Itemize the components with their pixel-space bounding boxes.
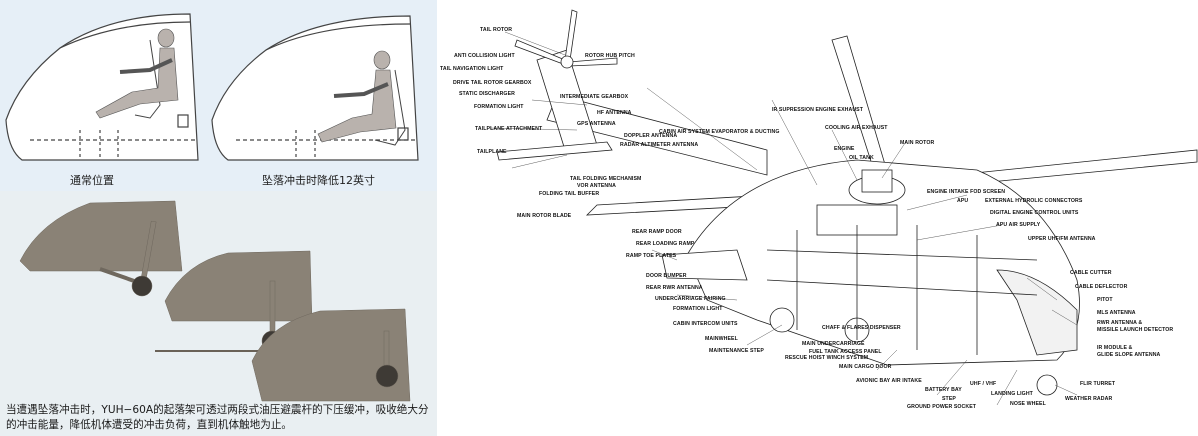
label-weather-radar: WEATHER RADAR — [1065, 396, 1113, 402]
label-step: STEP — [942, 396, 956, 402]
tail-boom — [546, 94, 768, 176]
label-rear-ramp-door: REAR RAMP DOOR — [632, 229, 682, 235]
label-uhf-vhf: UHF / VHF — [970, 381, 997, 387]
landing-gear-description: 当遭遇坠落冲击时，YUH−60A的起落架可透过两段式油压避震杆的下压缓冲，吸收绝… — [6, 404, 429, 431]
label-missile-launch-detector: MISSILE LAUNCH DETECTOR — [1097, 327, 1174, 333]
tail-rotor-blade-1 — [564, 9, 578, 61]
label-ground-power-socket: GROUND POWER SOCKET — [907, 404, 977, 410]
label-mainwheel: MAINWHEEL — [705, 336, 738, 342]
label-drive-tail-rotor-gearbox: DRIVE TAIL ROTOR GEARBOX — [453, 80, 532, 86]
label-main-rotor-blade: MAIN ROTOR BLADE — [517, 213, 572, 219]
mainwheel-left — [769, 307, 795, 333]
cockpit-canopy — [996, 269, 1078, 356]
label-fuel-tank-access-panel: FUEL TANK ACCESS PANEL — [809, 349, 882, 355]
helicopter-cutaway-panel: TAIL ROTOR ANTI COLLISION LIGHT ROTOR HU… — [437, 0, 1198, 436]
tailplane — [496, 141, 613, 161]
label-apu-air-supply: APU AIR SUPPLY — [996, 222, 1041, 228]
label-formation-light-tail: FORMATION LIGHT — [474, 104, 524, 110]
helicopter-nose-3 — [251, 308, 411, 402]
label-oil-tank: OIL TANK — [849, 155, 874, 161]
cockpit-normal-position — [5, 13, 199, 161]
label-cable-cutter: CABLE CUTTER — [1070, 270, 1112, 276]
label-tail-rotor: TAIL ROTOR — [480, 27, 513, 33]
label-vor-antenna: VOR ANTENNA — [577, 183, 616, 189]
label-rear-loading-ramp: REAR LOADING RAMP — [636, 241, 695, 247]
label-intermediate-gearbox: INTERMEDIATE GEARBOX — [560, 94, 629, 100]
landing-gear-panel: 当遭遇坠落冲击时，YUH−60A的起落架可透过两段式油压避震杆的下压缓冲，吸收绝… — [0, 191, 437, 436]
label-doppler-antenna: DOPPLER ANTENNA — [624, 133, 678, 139]
label-digital-engine-control-units: DIGITAL ENGINE CONTROL UNITS — [990, 210, 1079, 216]
seat-stroke-panel: 通常位置 坠落冲击时降低12英寸 — [0, 0, 437, 191]
label-main-undercarriage: MAIN UNDERCARRIAGE — [802, 341, 865, 347]
label-door-bumper: DOOR BUMPER — [646, 273, 687, 279]
label-hf-antenna: HF ANTENNA — [597, 110, 632, 116]
label-radar-altimeter-antenna: RADAR ALTIMETER ANTENNA — [620, 142, 699, 148]
label-ir-supression-engine-exhaust: IR SUPRESSION ENGINE EXHAUST — [772, 107, 864, 113]
helicopter-nose-1 — [19, 200, 183, 297]
rear-ramp — [661, 249, 748, 281]
label-avionic-bay-air-intake: AVIONIC BAY AIR INTAKE — [856, 378, 922, 384]
label-formation-light-body: FORMATION LIGHT — [673, 306, 723, 312]
label-tailplane: TAILPLANE — [477, 149, 507, 155]
label-gps-antenna: GPS ANTENNA — [577, 121, 616, 127]
label-engine: ENGINE — [834, 146, 855, 152]
nosewheel — [1036, 374, 1058, 396]
helicopter-cutaway-drawing — [488, 9, 1198, 406]
label-cable-deflector: CABLE DEFLECTOR — [1075, 284, 1128, 290]
label-rear-rwr-antenna: REAR RWR ANTENNA — [646, 285, 703, 291]
pilot-figure-crash — [317, 50, 397, 143]
label-main-rotor: MAIN ROTOR — [900, 140, 935, 146]
label-mls-antenna: MLS ANTENNA — [1097, 310, 1136, 316]
label-tailplane-attachment: TAILPLANE ATTACHMENT — [475, 126, 543, 132]
label-flir-turret: FLIR TURRET — [1080, 381, 1116, 387]
label-static-discharger: STATIC DISCHARGER — [459, 91, 515, 97]
label-ramp-toe-plates: RAMP TOE PLATES — [626, 253, 677, 259]
label-rwr-antenna: RWR ANTENNA & — [1097, 320, 1143, 326]
label-landing-light: LANDING LIGHT — [991, 391, 1033, 397]
caption-crash-position: 坠落冲击时降低12英寸 — [262, 174, 375, 187]
label-cooling-air-exhaust: COOLING AIR EXHAUST — [825, 125, 888, 131]
label-main-cargo-door: MAIN CARGO DOOR — [839, 364, 892, 370]
label-upper-uhf-fm-antenna: UPPER UHF/FM ANTENNA — [1028, 236, 1096, 242]
label-cabin-intercom-units: CABIN INTERCOM UNITS — [673, 321, 738, 327]
label-tail-navigation-light: TAIL NAVIGATION LIGHT — [440, 66, 504, 72]
pilot-figure-normal — [95, 28, 179, 119]
label-chaff-flares-dispenser: CHAFF & FLARES DISPENSER — [822, 325, 901, 331]
caption-normal-position: 通常位置 — [70, 174, 114, 187]
seat-stroke-illustration — [5, 13, 419, 161]
label-undercarriage-fairing: UNDERCARRIAGE FAIRING — [655, 296, 726, 302]
label-apu: APU — [957, 198, 969, 204]
label-pitot: PITOT — [1097, 297, 1113, 303]
landing-gear-illustration — [19, 200, 411, 402]
label-engine-intake-fod-screen: ENGINE INTAKE FOD SCREEN — [927, 189, 1006, 195]
label-anti-collision-light: ANTI COLLISION LIGHT — [454, 53, 515, 59]
label-tail-folding-mechanism: TAIL FOLDING MECHANISM — [570, 176, 642, 182]
label-maintenance-step: MAINTENANCE STEP — [709, 348, 764, 354]
label-folding-tail-buffer: FOLDING TAIL BUFFER — [539, 191, 600, 197]
tail-rotor-blade-3 — [568, 57, 618, 67]
label-external-hydrolic-connectors: EXTERNAL HYDROLIC CONNECTORS — [985, 198, 1083, 204]
label-cabin-air-system: CABIN AIR SYSTEM EVAPORATOR & DUCTING — [659, 129, 780, 135]
label-ir-module: IR MODULE & — [1097, 345, 1133, 351]
label-battery-bay: BATTERY BAY — [925, 387, 962, 393]
label-rescue-hoist-winch-system: RESCUE HOIST WINCH SYSTEM — [785, 355, 869, 361]
label-rotor-hub-pitch: ROTOR HUB PITCH — [585, 53, 635, 59]
label-nose-wheel: NOSE WHEEL — [1010, 401, 1046, 407]
label-glide-slope-antenna: GLIDE SLOPE ANTENNA — [1097, 352, 1161, 358]
